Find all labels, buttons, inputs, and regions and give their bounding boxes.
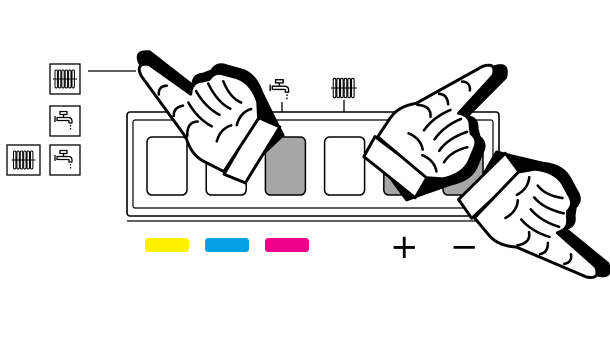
legend-heating-and-hot-water	[7, 145, 80, 175]
tap-icon	[270, 80, 288, 100]
color-bar-yellow	[145, 238, 189, 252]
legend-hot-water	[50, 106, 80, 136]
plus-sign: +	[390, 227, 419, 267]
legend-heating	[50, 64, 80, 94]
minus-sign: −	[450, 227, 479, 267]
legend	[7, 64, 136, 175]
radiator-icon	[331, 78, 357, 97]
panel-button-1[interactable]	[147, 137, 187, 195]
color-bar-magenta	[265, 238, 309, 252]
panel-button-4[interactable]	[325, 137, 365, 195]
color-bars	[145, 238, 309, 252]
color-bar-cyan	[205, 238, 249, 252]
